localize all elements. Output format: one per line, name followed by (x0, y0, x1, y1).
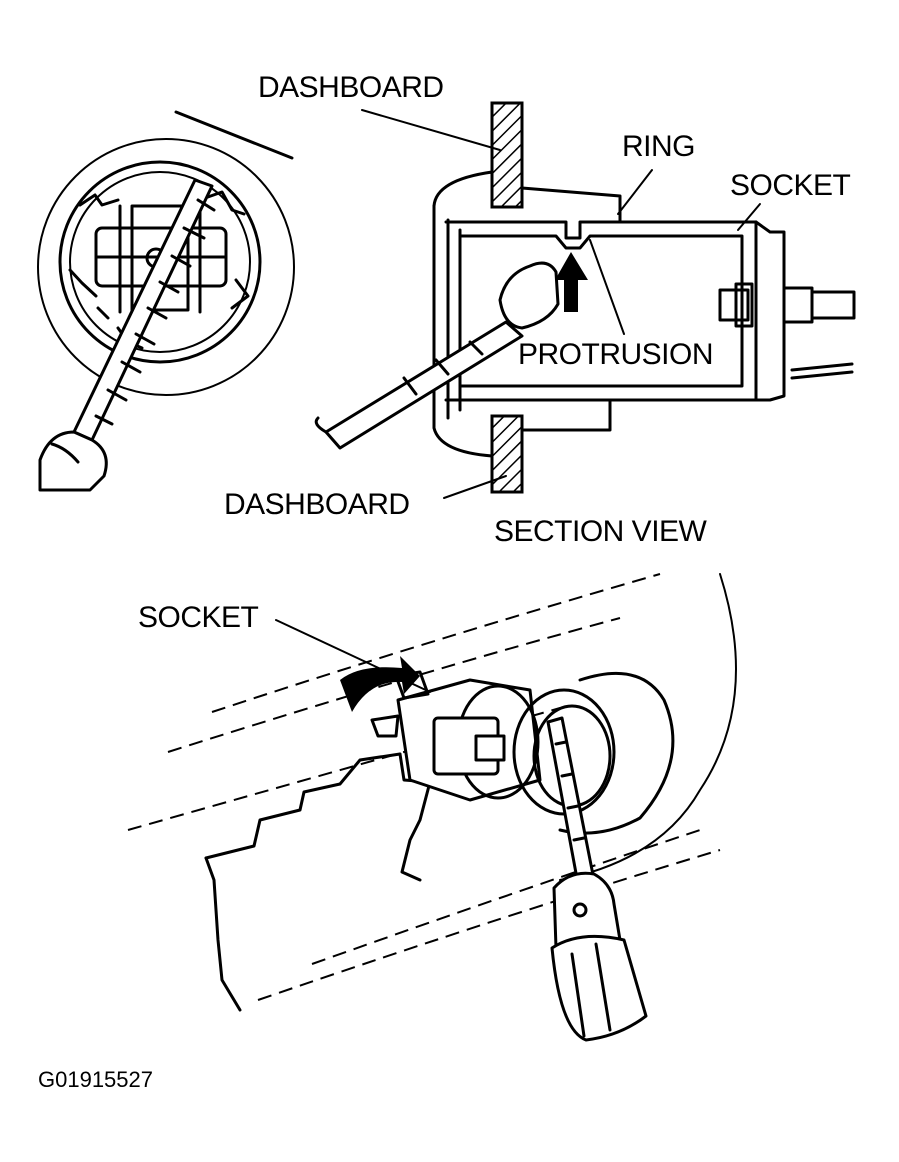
removal-view-illustration (127, 573, 737, 1042)
section-view-illustration (314, 101, 856, 499)
front-view-illustration (37, 110, 295, 492)
label-dashboard-bottom: DASHBOARD (224, 488, 410, 521)
label-section-view: SECTION VIEW (494, 515, 708, 548)
label-ring: RING (622, 130, 695, 163)
label-dashboard-top: DASHBOARD (258, 71, 444, 104)
label-socket-bottom: SOCKET (138, 601, 259, 634)
figure-code: G01915527 (38, 1067, 153, 1092)
label-protrusion: PROTRUSION (518, 338, 713, 371)
label-socket-top: SOCKET (730, 169, 851, 202)
